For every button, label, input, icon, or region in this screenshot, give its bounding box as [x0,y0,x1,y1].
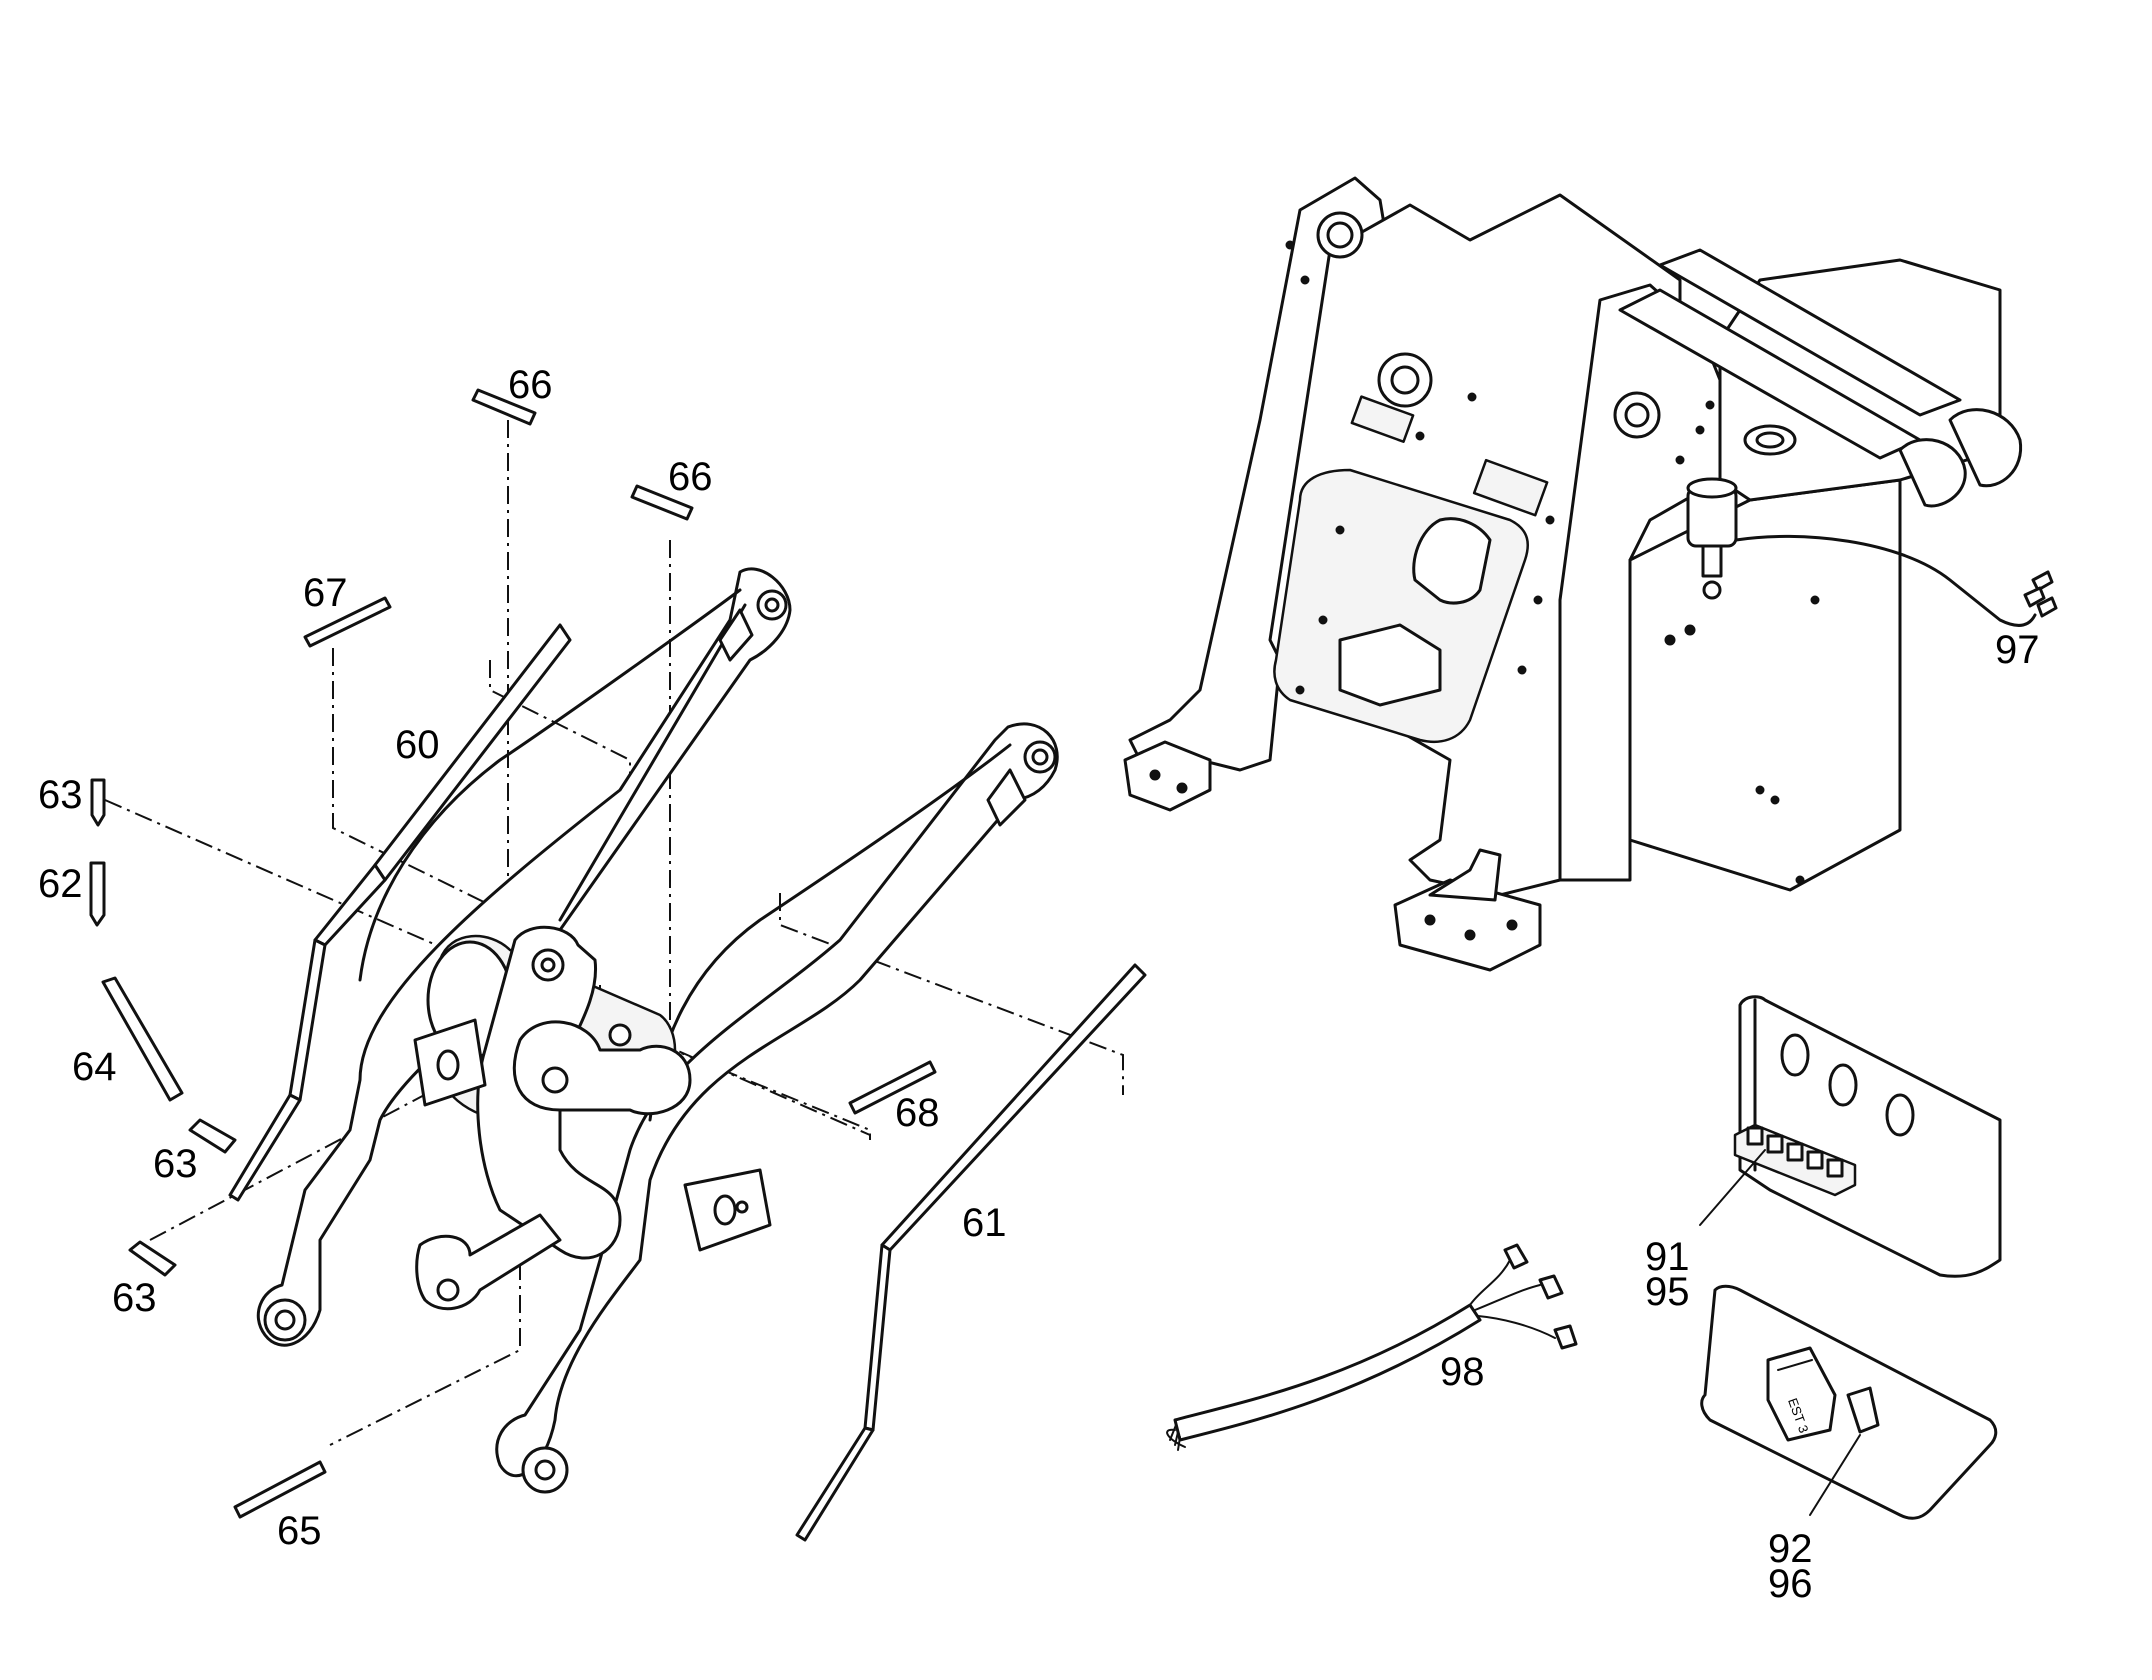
pivot-bosses [1316,211,1797,456]
part-61-strip [795,963,1147,1542]
callout-92: 92 [1768,1527,1813,1571]
relay-board: EST 3 92 96 [1700,1284,1998,1606]
callout-91: 91 [1645,1235,1690,1279]
callout-66-lower: 66 [668,455,713,499]
callout-95: 95 [1645,1270,1690,1314]
cross-tube-and-bellcrank [413,925,772,1311]
callout-67: 67 [303,571,348,615]
callout-96: 96 [1768,1562,1813,1606]
callout-97: 97 [1995,628,2040,672]
callout-68: 68 [895,1091,940,1135]
shim-parts [89,388,937,1519]
callout-66-upper: 66 [508,363,553,407]
leader-lines [104,420,1124,1446]
front-frame-assembly: 97 [1123,176,2058,972]
callout-63-top: 63 [38,773,83,817]
callout-63-lower: 63 [112,1276,157,1320]
accumulator [1686,477,1738,600]
callout-63-middle: 63 [153,1142,198,1186]
connector-panel: 91 95 [1645,995,2002,1314]
part-60-strip [228,623,572,1202]
wiring-harness: 98 [1166,1243,1578,1451]
callout-60: 60 [395,723,440,767]
callout-98: 98 [1440,1350,1485,1394]
callout-61: 61 [962,1201,1007,1245]
callout-65: 65 [277,1509,322,1553]
callout-62: 62 [38,862,83,906]
loader-arm-assembly: 66 66 67 60 63 62 64 63 63 65 68 61 [38,363,1147,1553]
callout-64: 64 [72,1045,117,1089]
callout-labels-left: 66 66 67 60 63 62 64 63 63 65 68 61 [38,363,1007,1553]
